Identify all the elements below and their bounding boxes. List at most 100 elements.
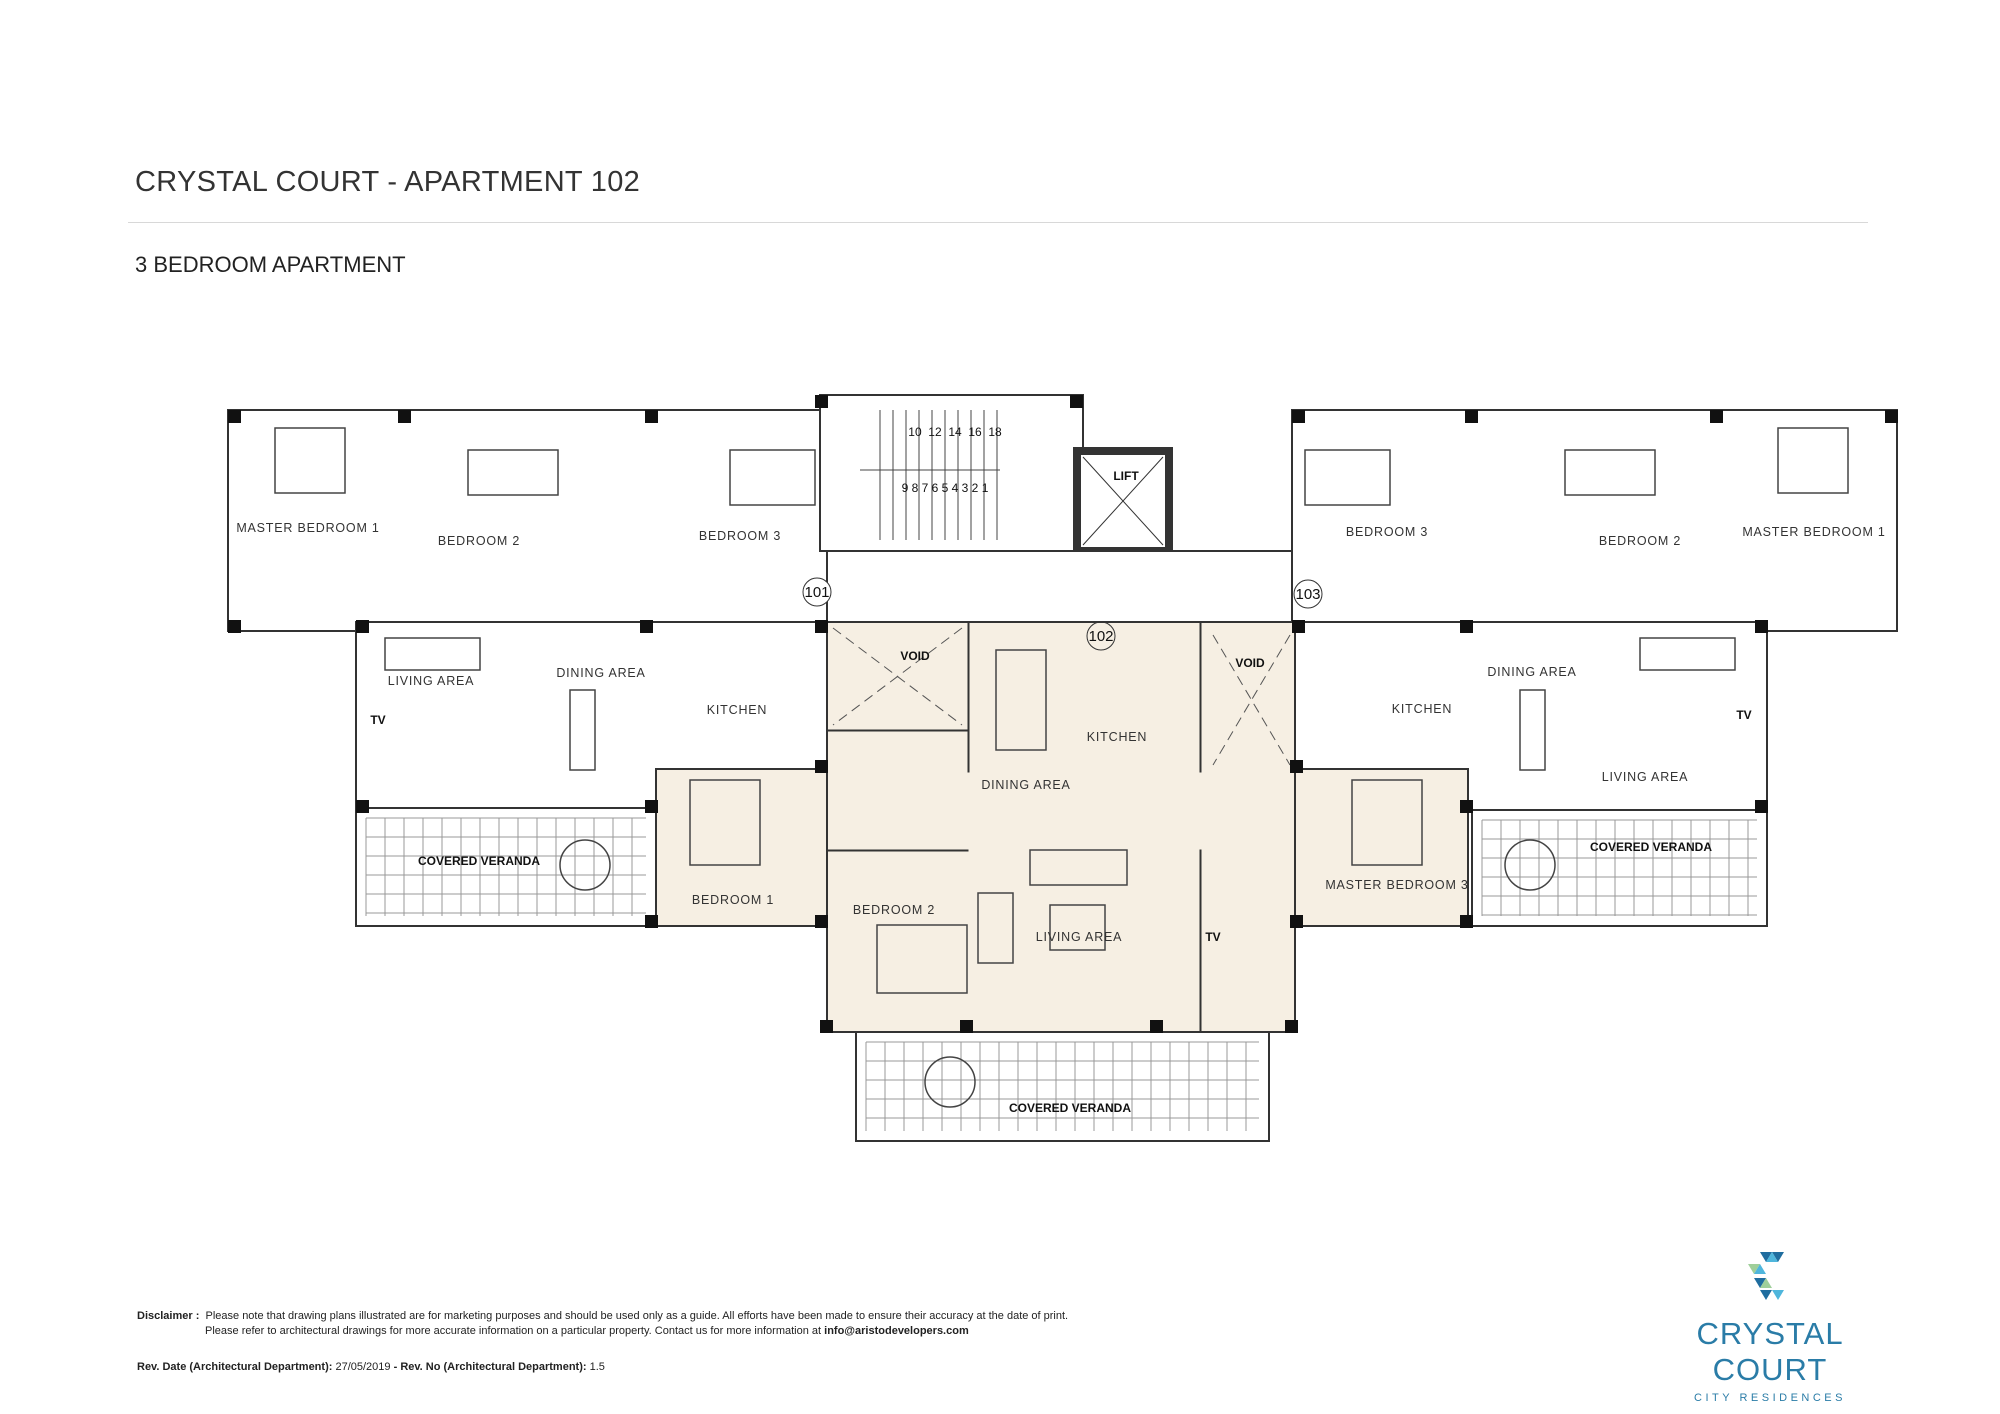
room-label: MASTER BEDROOM 1 [236, 521, 379, 535]
logo-name: CRYSTAL COURT [1696, 1316, 1844, 1387]
wall-pillar [1460, 915, 1473, 928]
right-veranda [1471, 809, 1768, 927]
wall-pillar [1465, 410, 1478, 423]
stair-numbers-lower: 9 8 7 6 5 4 3 2 1 [902, 481, 989, 495]
wall-pillar [1460, 620, 1473, 633]
round-table-icon [924, 1056, 976, 1108]
bed-icon [1351, 779, 1423, 866]
disclaimer-label: Disclaimer : [137, 1310, 200, 1322]
room-label: KITCHEN [1087, 730, 1147, 744]
wall [826, 729, 969, 732]
contact-email[interactable]: info@aristodevelopers.com [824, 1325, 969, 1337]
rev-date-label: Rev. Date (Architectural Department): [137, 1361, 333, 1373]
sofa-icon [977, 892, 1014, 964]
room-label: DINING AREA [556, 666, 645, 680]
room-label: LIVING AREA [388, 674, 475, 688]
bed-icon [1564, 449, 1656, 496]
wall-pillar [815, 915, 828, 928]
sofa-icon [1029, 849, 1128, 886]
dining-table-icon [1519, 689, 1546, 771]
apt-102-bedroom-1 [655, 768, 828, 927]
coffee-table-icon [1049, 904, 1106, 951]
staircase [860, 410, 1000, 540]
logo-mark-icon [1748, 1252, 1784, 1300]
revision-info: Rev. Date (Architectural Department): 27… [137, 1361, 605, 1373]
room-label: BEDROOM 3 [1346, 525, 1428, 539]
wall [1199, 621, 1202, 773]
logo-tagline: CITY RESIDENCES [1694, 1392, 1846, 1404]
room-label: KITCHEN [707, 703, 767, 717]
room-label: COVERED VERANDA [418, 854, 540, 868]
dining-table-icon [569, 689, 596, 771]
wall-pillar [820, 1020, 833, 1033]
room-label: VOID [1235, 656, 1265, 670]
wall-pillar [1292, 410, 1305, 423]
wall-pillar [1290, 915, 1303, 928]
wall-pillar [228, 620, 241, 633]
room-label: BEDROOM 2 [853, 903, 935, 917]
bed-icon [274, 427, 346, 494]
room-label: TV [370, 713, 385, 727]
bed-icon [729, 449, 816, 506]
unit-101: 101 [804, 584, 829, 601]
corridor [826, 550, 1296, 623]
round-table-icon [1504, 839, 1556, 891]
wall-pillar [1755, 620, 1768, 633]
room-label: BEDROOM 3 [699, 529, 781, 543]
wall-pillar [815, 620, 828, 633]
apt-102-main [826, 621, 1296, 1033]
wall-pillar [398, 410, 411, 423]
wall-pillar [645, 410, 658, 423]
bed-icon [467, 449, 559, 496]
wall [967, 621, 970, 773]
furniture [274, 427, 1849, 1108]
page-subtitle: 3 BEDROOM APARTMENT [135, 252, 406, 277]
room-label: DINING AREA [981, 778, 1070, 792]
bed-icon [876, 924, 968, 994]
room-label: KITCHEN [1392, 702, 1452, 716]
crystal-court-logo: CRYSTAL COURT CITY RESIDENCES [1650, 1250, 1890, 1404]
wall-pillar [356, 800, 369, 813]
wall-pillar [645, 800, 658, 813]
left-veranda [355, 807, 657, 927]
unit-numbers: 101 102 103 [802, 577, 1323, 651]
room-label: BEDROOM 1 [692, 893, 774, 907]
dining-table-icon [995, 649, 1047, 751]
stair-numbers-upper: 10 12 14 16 18 [908, 425, 1002, 439]
unit-102: 102 [1088, 628, 1113, 645]
title-divider [128, 222, 1868, 223]
rev-date: 27/05/2019 [335, 1361, 391, 1373]
room-label: COVERED VERANDA [1009, 1101, 1131, 1115]
wall-pillar [1290, 760, 1303, 773]
wall-pillar [1150, 1020, 1163, 1033]
page-title: CRYSTAL COURT - APARTMENT 102 [135, 166, 641, 198]
wall-pillars [228, 395, 1898, 1033]
disclaimer-line-1: Please note that drawing plans illustrat… [205, 1310, 1069, 1322]
room-label: COVERED VERANDA [1590, 840, 1712, 854]
apt-102-master-bedroom [1294, 768, 1469, 927]
stairwell [819, 394, 1084, 552]
wall-pillar [960, 1020, 973, 1033]
sofa-icon [1639, 637, 1736, 671]
rev-no-label: - Rev. No (Architectural Department): [393, 1361, 587, 1373]
disclaimer-line-2: Please refer to architectural drawings f… [205, 1325, 822, 1337]
room-label: DINING AREA [1487, 665, 1576, 679]
bed-icon [1777, 427, 1849, 494]
room-label: MASTER BEDROOM 3 [1325, 878, 1468, 892]
room-label: LIVING AREA [1036, 930, 1123, 944]
room-label: TV [1205, 930, 1220, 944]
wall-pillar [1285, 1020, 1298, 1033]
unit-103: 103 [1295, 586, 1320, 603]
room-label: BEDROOM 2 [438, 534, 520, 548]
round-table-icon [559, 839, 611, 891]
left-wing-bedrooms [227, 409, 828, 632]
room-label: VOID [900, 649, 930, 663]
wall-pillar [228, 410, 241, 423]
void-markers [832, 627, 1291, 766]
room-label: MASTER BEDROOM 1 [1742, 525, 1885, 539]
right-wing-bedrooms [1291, 409, 1898, 632]
wall-pillar [1070, 395, 1083, 408]
room-label: BEDROOM 2 [1599, 534, 1681, 548]
wall-pillar [1885, 410, 1898, 423]
